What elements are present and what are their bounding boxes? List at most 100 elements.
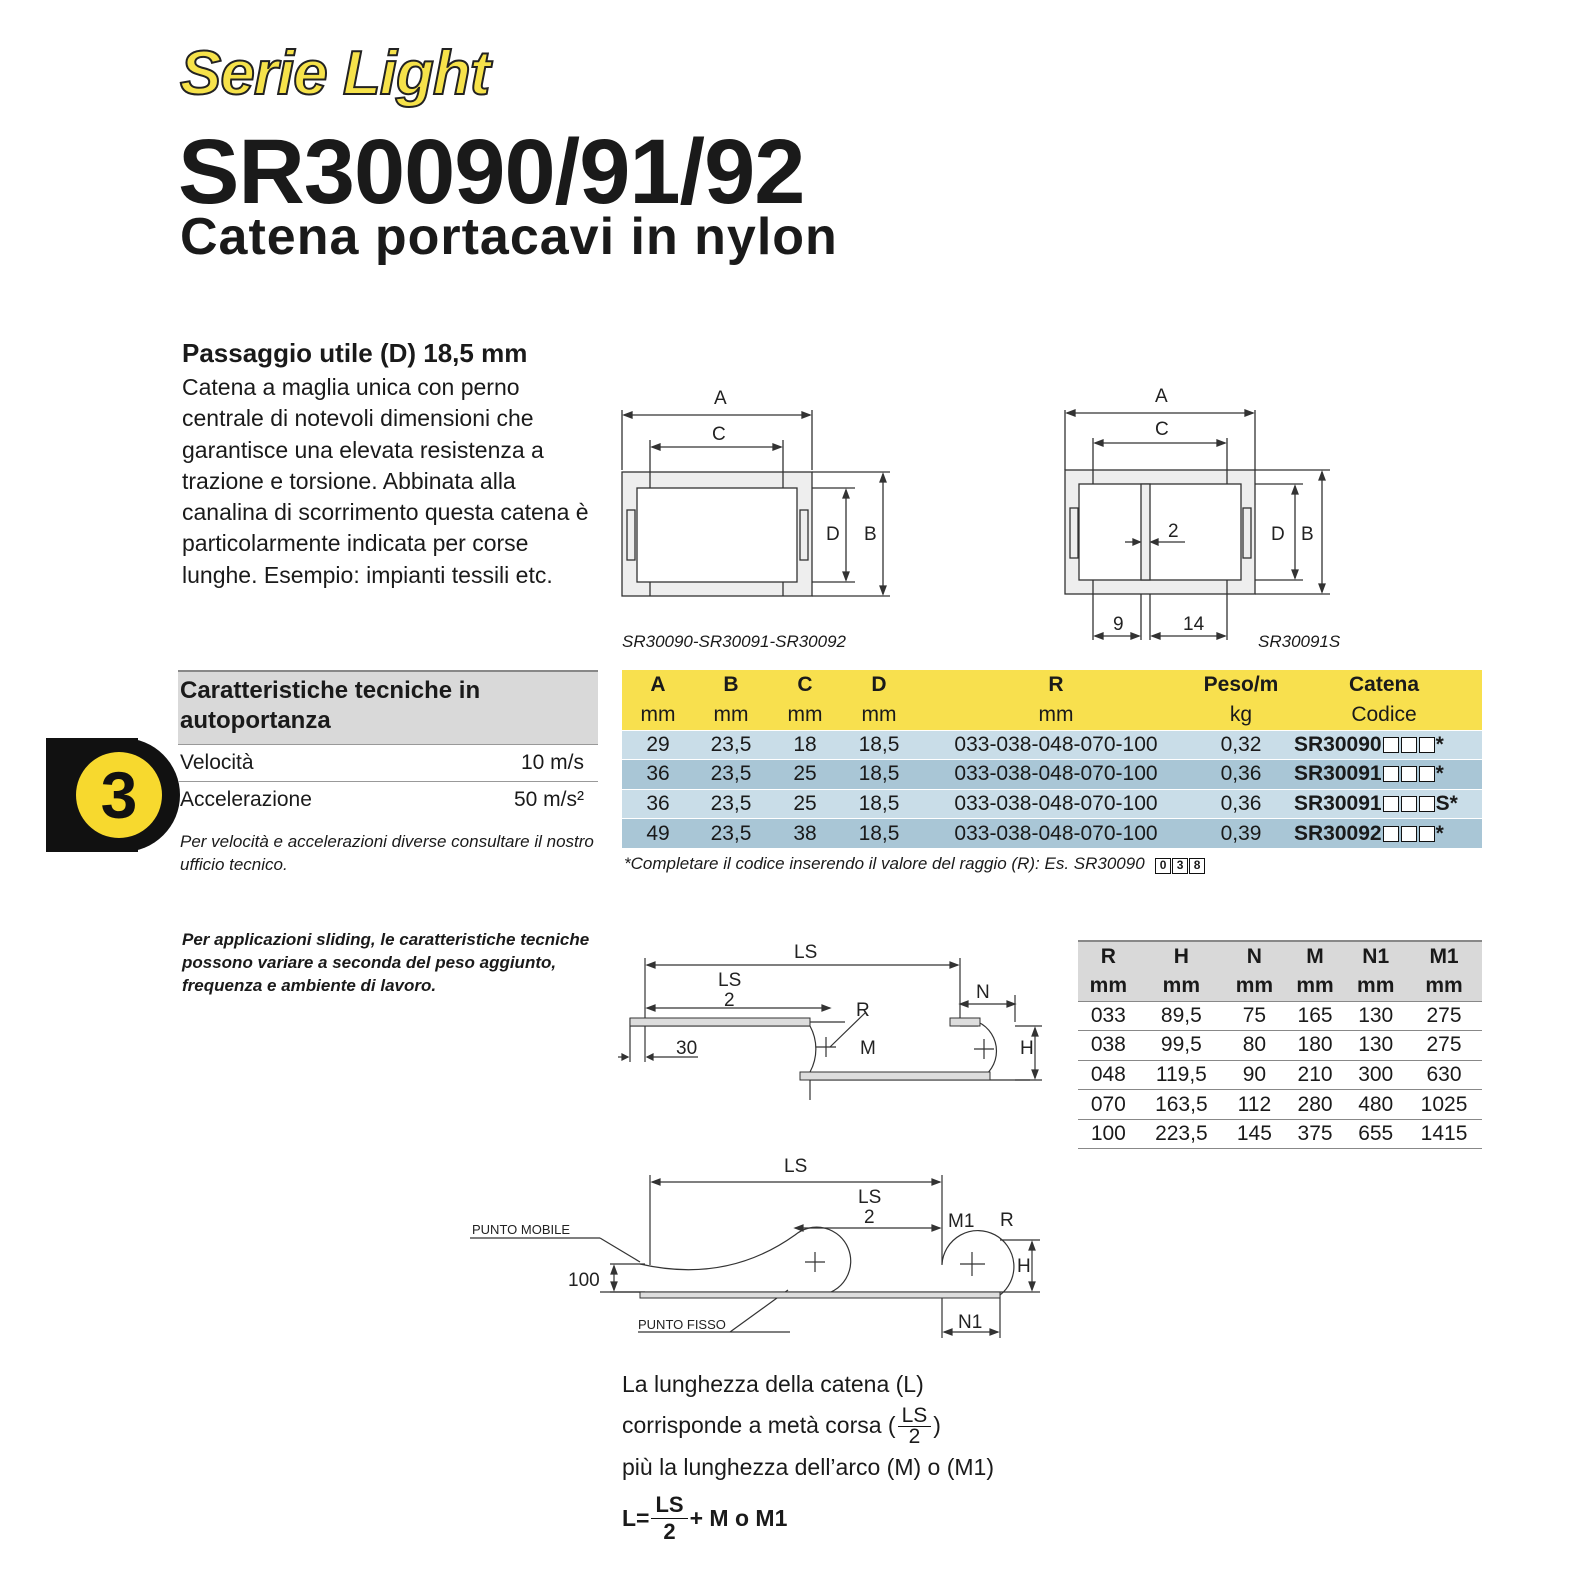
table-cell: 375 xyxy=(1284,1119,1346,1150)
cell-c: 25 xyxy=(768,788,842,819)
fraction-denominator: 2 xyxy=(908,1425,921,1449)
specs-heading: Caratteristiche tecniche in autoportanza xyxy=(178,670,598,744)
specs-label: Accelerazione xyxy=(180,788,312,811)
dim-r: R xyxy=(1000,1210,1014,1231)
specs-note: Per velocità e accelerazioni diverse con… xyxy=(180,832,594,874)
cell-b: 23,5 xyxy=(694,759,768,789)
dim-c: C xyxy=(1155,419,1169,440)
column-header: A xyxy=(622,670,694,700)
cell-b: 23,5 xyxy=(694,818,768,848)
placeholder-box xyxy=(1382,766,1399,783)
formula-description: La lunghezza della catena (L) corrispond… xyxy=(622,1364,994,1488)
series-title: Serie Light xyxy=(179,38,491,109)
column-header: N xyxy=(1224,940,1285,971)
code-text: SR30090 xyxy=(1294,732,1382,756)
table-cell: 130 xyxy=(1345,1030,1407,1061)
table-header-row: R H N M N1 M1 xyxy=(1078,940,1482,971)
table-cell: 145 xyxy=(1224,1119,1285,1150)
cell-c: 38 xyxy=(768,818,842,848)
column-header: R xyxy=(916,670,1196,700)
dim-h: H xyxy=(1020,1038,1034,1059)
model-title: SR30090/91/92 xyxy=(178,121,805,223)
dim-14: 14 xyxy=(1183,614,1205,635)
table-cell: 223,5 xyxy=(1138,1119,1225,1150)
table-cell: 480 xyxy=(1345,1089,1407,1120)
diagram-caption: SR30091S xyxy=(1258,632,1341,651)
fraction-numerator: LS xyxy=(897,1405,932,1428)
table-header-row: A B C D R Peso/m Catena xyxy=(622,670,1482,700)
dim-d: D xyxy=(826,524,840,545)
dim-c: C xyxy=(712,424,726,445)
table-cell: 119,5 xyxy=(1138,1060,1225,1091)
unit-cell: mm xyxy=(694,700,768,730)
table-row: 070 163,5 112 280 480 1025 xyxy=(1078,1089,1482,1120)
dim-n: N xyxy=(976,982,990,1003)
dim-b: B xyxy=(864,524,877,545)
table-cell: 070 xyxy=(1078,1089,1139,1120)
table-cell: 048 xyxy=(1078,1060,1139,1091)
placeholder-box xyxy=(1400,736,1417,753)
placeholder-box xyxy=(1418,795,1435,812)
table-cell: 1025 xyxy=(1406,1089,1482,1120)
unit-cell: Codice xyxy=(1286,700,1482,730)
unit-cell: mm xyxy=(842,700,916,730)
formula-text-pre: corrisponde a metà corsa ( xyxy=(622,1412,896,1438)
code-text: SR30092 xyxy=(1294,821,1382,845)
fraction-denominator: 2 xyxy=(663,1519,676,1544)
cell-d: 18,5 xyxy=(842,729,916,760)
cell-r: 033-038-048-070-100 xyxy=(916,759,1196,789)
table-cell: 80 xyxy=(1224,1030,1285,1061)
cell-a: 36 xyxy=(622,759,694,789)
unit-cell: mm xyxy=(768,700,842,730)
cell-peso: 0,39 xyxy=(1196,818,1286,848)
radius-table: R H N M N1 M1 mm mm mm mm mm mm 033 89,5… xyxy=(1078,940,1482,1150)
dim-m: M xyxy=(860,1038,876,1059)
label-punto-fisso: PUNTO FISSO xyxy=(638,1317,726,1332)
table-cell: 90 xyxy=(1224,1060,1285,1091)
table-cell: 655 xyxy=(1345,1119,1407,1150)
model-subtitle: Catena portacavi in nylon xyxy=(180,208,838,266)
table-cell: 275 xyxy=(1406,1030,1482,1061)
table-cell: 033 xyxy=(1078,1001,1139,1032)
dim-r: R xyxy=(856,1000,870,1021)
table-cell: 275 xyxy=(1406,1001,1482,1032)
cell-code: SR30092* xyxy=(1286,818,1482,848)
cell-peso: 0,36 xyxy=(1196,788,1286,819)
table-cell: 112 xyxy=(1224,1089,1285,1120)
unit-cell: mm xyxy=(622,700,694,730)
table-row: 36 23,5 25 18,5 033-038-048-070-100 0,36… xyxy=(622,759,1482,789)
column-header: B xyxy=(694,670,768,700)
placeholder-box xyxy=(1382,825,1399,842)
unit-cell: kg xyxy=(1196,700,1286,730)
dim-ls-den: 2 xyxy=(724,990,735,1011)
placeholder-box xyxy=(1400,795,1417,812)
table-unit-row: mm mm mm mm mm kg Codice xyxy=(622,700,1482,730)
dim-ls-den: 2 xyxy=(864,1207,875,1228)
column-header: Catena xyxy=(1286,670,1482,700)
column-header: D xyxy=(842,670,916,700)
unit-cell: mm xyxy=(1078,971,1139,1002)
sliding-layout-diagram: LS LS 2 M1 R H N1 100 PUNTO MOBILE PUNTO… xyxy=(470,1156,1040,1338)
table-row: 49 23,5 38 18,5 033-038-048-070-100 0,39… xyxy=(622,818,1482,848)
table-cell: 038 xyxy=(1078,1030,1139,1061)
specs-label: Velocità xyxy=(180,751,254,774)
table-cell: 180 xyxy=(1284,1030,1346,1061)
table-cell: 630 xyxy=(1406,1060,1482,1091)
unit-cell: mm xyxy=(1224,971,1285,1002)
table-cell: 89,5 xyxy=(1138,1001,1225,1032)
placeholder-box xyxy=(1418,766,1435,783)
specs-value: 50 m/s² xyxy=(513,788,584,811)
table-row: 36 23,5 25 18,5 033-038-048-070-100 0,36… xyxy=(622,788,1482,819)
data-table: A B C D R Peso/m Catena mm mm mm mm mm k… xyxy=(622,670,1482,848)
column-header: N1 xyxy=(1345,940,1407,971)
placeholder-box xyxy=(1400,766,1417,783)
table-cell: 100 xyxy=(1078,1119,1139,1150)
table-row: 038 99,5 80 180 130 275 xyxy=(1078,1030,1482,1061)
sliding-note: Per applicazioni sliding, le caratterist… xyxy=(182,930,590,995)
example-digit: 8 xyxy=(1189,858,1206,874)
cell-a: 49 xyxy=(622,818,694,848)
